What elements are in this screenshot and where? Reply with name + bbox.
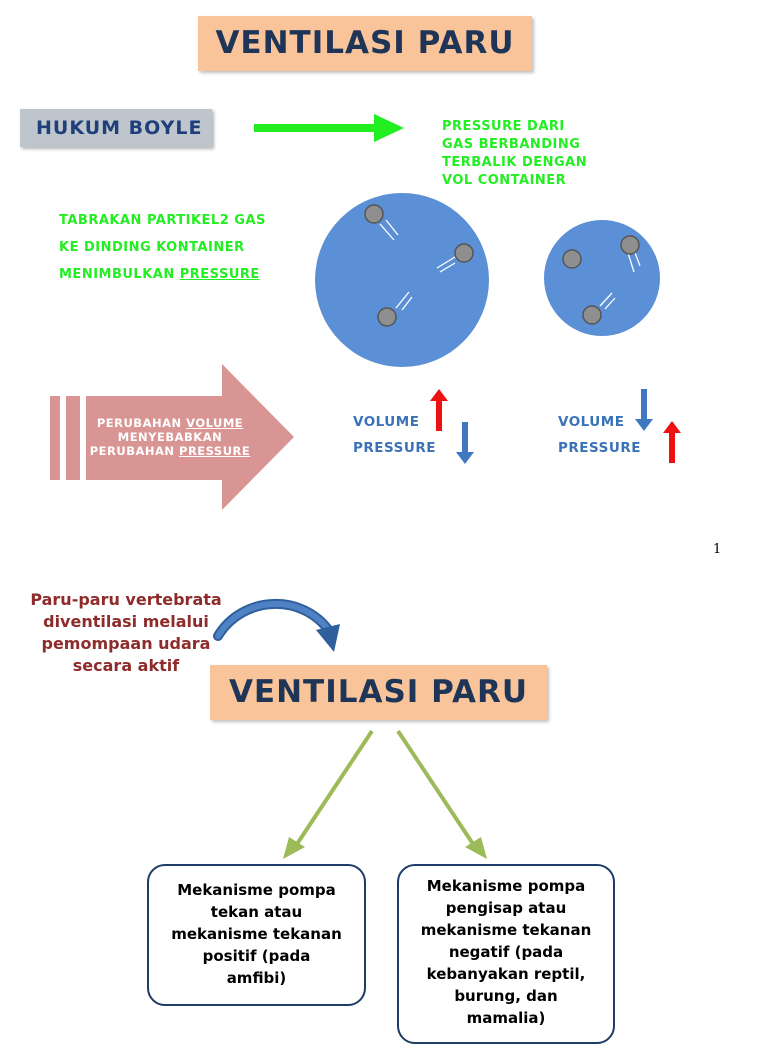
box-left-line: positif (pada — [202, 947, 311, 965]
intro-line: Paru-paru vertebrata — [30, 590, 222, 609]
collision-line: KE DINDING KONTAINER — [59, 240, 245, 255]
gas-particle-icon — [377, 307, 397, 327]
gas-particle-icon — [454, 243, 474, 263]
pink-line1-prefix: PERUBAHAN — [96, 416, 187, 430]
box-right-line: mekanisme tekanan — [420, 921, 592, 939]
right-pressure-label: PRESSURE — [558, 440, 641, 456]
box-right-line: Mekanisme pompa — [426, 877, 586, 895]
boyle-statement-line: GAS BERBANDING — [442, 137, 581, 152]
collision-statement: TABRAKAN PARTIKEL2 GAS KE DINDING KONTAI… — [59, 207, 266, 288]
box-right-line: kebanyakan reptil, — [426, 965, 586, 983]
gas-particle-icon — [436, 256, 456, 273]
collision-line3-prefix: MENIMBULKAN — [59, 267, 180, 282]
curved-arrow-icon — [213, 598, 340, 652]
intro-line: pemompaan udara — [41, 634, 211, 653]
volume-pressure-statement: PERUBAHAN VOLUME MENYEBABKAN PERUBAHAN P… — [88, 416, 252, 458]
pink-line: PERUBAHAN PRESSURE — [88, 444, 252, 458]
page-number: 1 — [713, 542, 722, 557]
volume-emphasis: VOLUME — [186, 416, 244, 430]
left-volume-label: VOLUME — [353, 414, 420, 430]
boyle-statement-line: VOL CONTAINER — [442, 173, 567, 188]
box-left-line: amfibi) — [226, 969, 287, 987]
gas-particle-icon — [395, 291, 413, 311]
page1-title: VENTILASI PARU — [198, 16, 532, 71]
gas-particle-icon — [562, 249, 582, 269]
positive-pressure-mechanism-box: Mekanisme pompa tekan atau mekanisme tek… — [147, 864, 366, 1006]
collision-line: MENIMBULKAN PRESSURE — [59, 261, 266, 288]
pink-line: MENYEBABKAN — [117, 430, 223, 444]
right-volume-label: VOLUME — [558, 414, 625, 430]
gas-particle-icon — [599, 292, 616, 310]
boyle-statement-line: PRESSURE DARI — [442, 119, 565, 134]
box-right-line: negatif (pada — [448, 943, 564, 961]
negative-pressure-mechanism-box: Mekanisme pompa pengisap atau mekanisme … — [397, 864, 615, 1044]
left-pressure-label: PRESSURE — [353, 440, 436, 456]
box-right-line: pengisap atau — [445, 899, 567, 917]
boyle-statement: PRESSURE DARI GAS BERBANDING TERBALIK DE… — [442, 118, 587, 190]
small-gas-container — [544, 220, 660, 336]
large-gas-container — [315, 193, 489, 367]
collision-line: TABRAKAN PARTIKEL2 GAS — [59, 213, 266, 228]
boyle-statement-line: TERBALIK DENGAN — [442, 155, 588, 170]
intro-line: secara aktif — [72, 656, 180, 675]
vertebrate-lung-intro: Paru-paru vertebrata diventilasi melalui… — [16, 589, 236, 677]
pressure-up-arrow-icon — [663, 421, 681, 463]
pressure-down-arrow-icon — [456, 422, 474, 464]
pink-line: PERUBAHAN VOLUME — [88, 416, 252, 430]
volume-down-arrow-icon — [635, 389, 653, 431]
page2-title: VENTILASI PARU — [210, 665, 547, 720]
boyle-law-label: HUKUM BOYLE — [20, 109, 212, 147]
box-left-line: mekanisme tekanan — [171, 925, 342, 943]
green-right-arrow-icon — [254, 114, 404, 142]
box-left-line: Mekanisme pompa — [177, 881, 336, 899]
gas-particle-icon — [620, 235, 640, 255]
box-right-line: mamalia) — [466, 1009, 546, 1027]
intro-line: diventilasi melalui — [43, 612, 209, 631]
gas-particle-icon — [379, 219, 399, 241]
pink-line3-prefix: PERUBAHAN — [89, 444, 180, 458]
branch-arrows-icon — [283, 729, 487, 859]
collision-pressure-emphasis: PRESSURE — [179, 267, 260, 282]
pink-block-arrow — [50, 364, 294, 510]
gas-particle-icon — [364, 204, 384, 224]
box-left-line: tekan atau — [210, 903, 303, 921]
box-right-line: burung, dan — [454, 987, 558, 1005]
pressure-emphasis: PRESSURE — [179, 444, 251, 458]
gas-particle-icon — [582, 305, 602, 325]
volume-up-arrow-icon — [430, 389, 448, 431]
